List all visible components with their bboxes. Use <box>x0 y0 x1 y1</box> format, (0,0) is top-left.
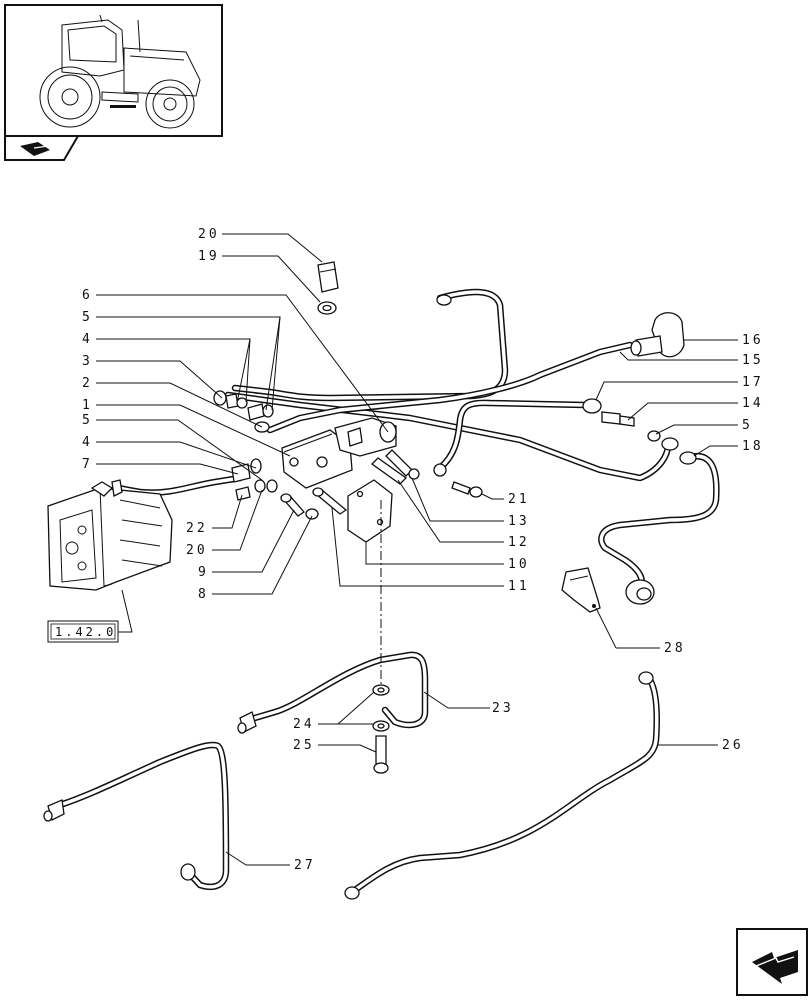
callout-5: 5 <box>82 413 93 428</box>
callouts-right: 16 15 17 14 5 18 21 13 12 10 11 28 23 26… <box>294 333 764 873</box>
callout-22: 22 <box>186 521 208 536</box>
reference-label: 1.42.0 <box>55 625 116 639</box>
callout-9: 9 <box>198 565 209 580</box>
callout-18: 18 <box>742 439 764 454</box>
callout-5: 5 <box>82 310 93 325</box>
reference-box[interactable]: 1.42.0 <box>47 620 119 643</box>
callout-23: 23 <box>492 701 514 716</box>
callout-28: 28 <box>664 641 686 656</box>
callout-21: 21 <box>508 492 530 507</box>
leader-lines <box>96 233 738 866</box>
next-page-arrow-icon[interactable] <box>736 928 808 996</box>
callout-20: 20 <box>186 543 208 558</box>
tractor-thumbnail-icon[interactable] <box>4 4 223 137</box>
callout-25: 25 <box>293 738 315 753</box>
callouts-left: 20 19 6 5 4 3 2 1 5 4 7 22 20 9 8 24 25 <box>82 227 315 753</box>
callout-17: 17 <box>742 375 764 390</box>
callout-8: 8 <box>198 587 209 602</box>
callout-6: 6 <box>82 288 93 303</box>
callout-13: 13 <box>508 514 530 529</box>
callout-20: 20 <box>198 227 220 242</box>
callout-27: 27 <box>294 858 316 873</box>
callout-10: 10 <box>508 557 530 572</box>
callout-24: 24 <box>293 717 315 732</box>
callout-4: 4 <box>82 332 93 347</box>
callout-15: 15 <box>742 353 764 368</box>
parts <box>43 261 697 900</box>
callout-3: 3 <box>82 354 93 369</box>
callout-7: 7 <box>82 457 93 472</box>
callout-5: 5 <box>742 418 753 433</box>
callout-26: 26 <box>722 738 744 753</box>
callout-2: 2 <box>82 376 93 391</box>
callout-14: 14 <box>742 396 764 411</box>
callout-16: 16 <box>742 333 764 348</box>
callout-11: 11 <box>508 579 530 594</box>
pipe-network <box>56 288 720 896</box>
callout-4: 4 <box>82 435 93 450</box>
callout-1: 1 <box>82 398 93 413</box>
callout-19: 19 <box>198 249 220 264</box>
callout-12: 12 <box>508 535 530 550</box>
section-book-icon[interactable] <box>4 135 80 161</box>
